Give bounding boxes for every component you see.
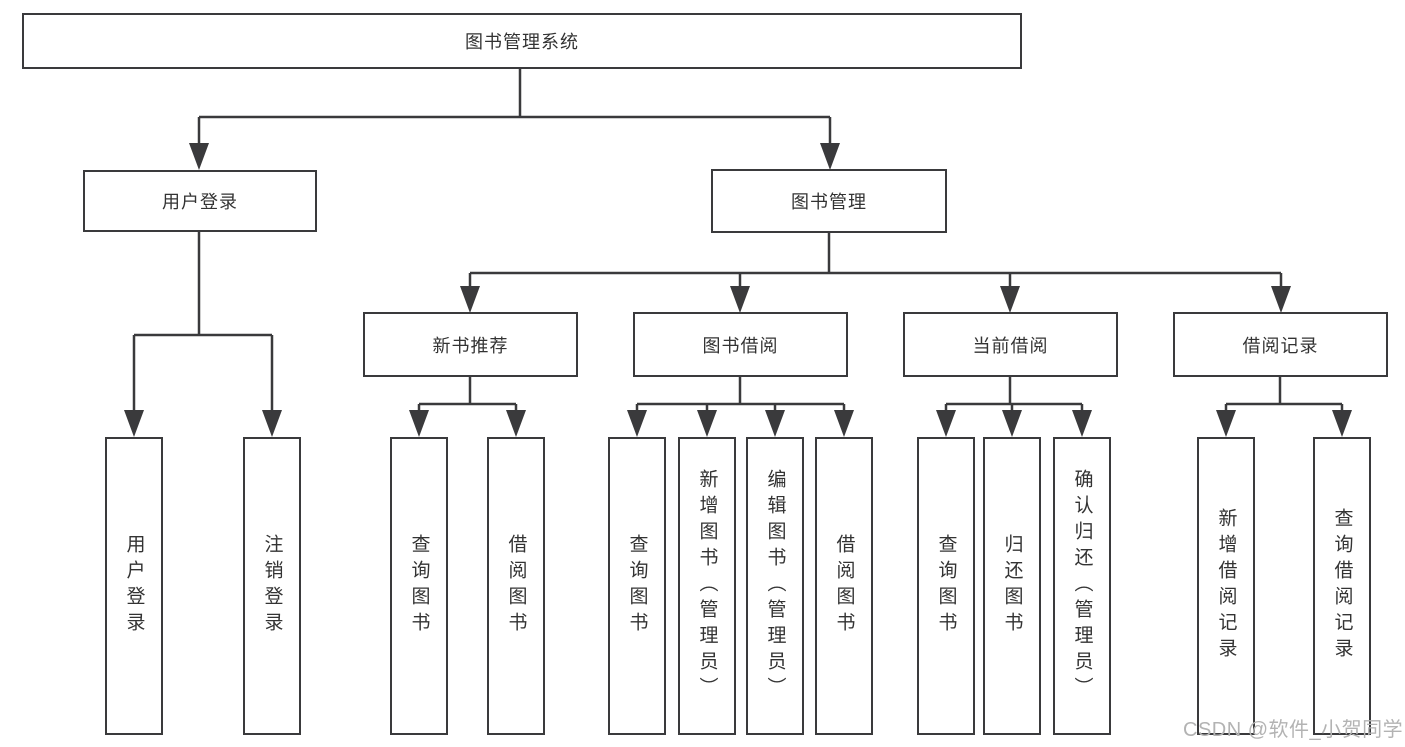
leaf-confirm-return-admin-label: 确认归还（管理员） bbox=[1071, 469, 1093, 703]
node-book-borrowing: 图书借阅 bbox=[633, 312, 848, 377]
leaf-add-book-admin: 新增图书（管理员） bbox=[678, 437, 736, 735]
leaf-query-borrow-record-label: 查询借阅记录 bbox=[1331, 508, 1353, 664]
node-root: 图书管理系统 bbox=[22, 13, 1022, 69]
node-book-management-label: 图书管理 bbox=[791, 192, 867, 212]
leaf-logout-label: 注销登录 bbox=[261, 534, 283, 638]
leaf-add-book-admin-label: 新增图书（管理员） bbox=[696, 469, 718, 703]
leaf-borrow-books-recommend: 借阅图书 bbox=[487, 437, 545, 735]
node-borrowing-records: 借阅记录 bbox=[1173, 312, 1388, 377]
leaf-add-borrow-record: 新增借阅记录 bbox=[1197, 437, 1255, 735]
leaf-logout: 注销登录 bbox=[243, 437, 301, 735]
leaf-return-book: 归还图书 bbox=[983, 437, 1041, 735]
leaf-user-login: 用户登录 bbox=[105, 437, 163, 735]
node-new-book-recommend: 新书推荐 bbox=[363, 312, 578, 377]
node-current-borrowing-label: 当前借阅 bbox=[972, 335, 1049, 356]
leaf-user-login-label: 用户登录 bbox=[123, 534, 145, 638]
node-book-management: 图书管理 bbox=[711, 169, 947, 233]
leaf-query-books-recommend: 查询图书 bbox=[390, 437, 448, 735]
leaf-query-books-current-label: 查询图书 bbox=[935, 534, 957, 638]
node-root-label: 图书管理系统 bbox=[465, 32, 579, 52]
node-book-borrowing-label: 图书借阅 bbox=[702, 335, 779, 356]
leaf-edit-book-admin: 编辑图书（管理员） bbox=[746, 437, 804, 735]
leaf-return-book-label: 归还图书 bbox=[1001, 534, 1023, 638]
leaf-confirm-return-admin: 确认归还（管理员） bbox=[1053, 437, 1111, 735]
leaf-query-books-recommend-label: 查询图书 bbox=[408, 534, 430, 638]
node-user-login: 用户登录 bbox=[83, 170, 317, 232]
watermark: CSDN @软件_小贺同学 bbox=[1183, 719, 1404, 741]
leaf-borrow-books-borrowing: 借阅图书 bbox=[815, 437, 873, 735]
node-borrowing-records-label: 借阅记录 bbox=[1242, 335, 1319, 356]
arrowheads bbox=[124, 143, 1352, 437]
leaf-add-borrow-record-label: 新增借阅记录 bbox=[1215, 508, 1237, 664]
leaf-query-borrow-record: 查询借阅记录 bbox=[1313, 437, 1371, 735]
leaf-query-books-borrowing: 查询图书 bbox=[608, 437, 666, 735]
node-new-book-recommend-label: 新书推荐 bbox=[432, 335, 509, 356]
leaf-edit-book-admin-label: 编辑图书（管理员） bbox=[764, 469, 786, 703]
node-user-login-label: 用户登录 bbox=[162, 192, 238, 212]
leaf-query-books-current: 查询图书 bbox=[917, 437, 975, 735]
leaf-borrow-books-recommend-label: 借阅图书 bbox=[505, 534, 527, 638]
node-current-borrowing: 当前借阅 bbox=[903, 312, 1118, 377]
leaf-query-books-borrowing-label: 查询图书 bbox=[626, 534, 648, 638]
leaf-borrow-books-borrowing-label: 借阅图书 bbox=[833, 534, 855, 638]
